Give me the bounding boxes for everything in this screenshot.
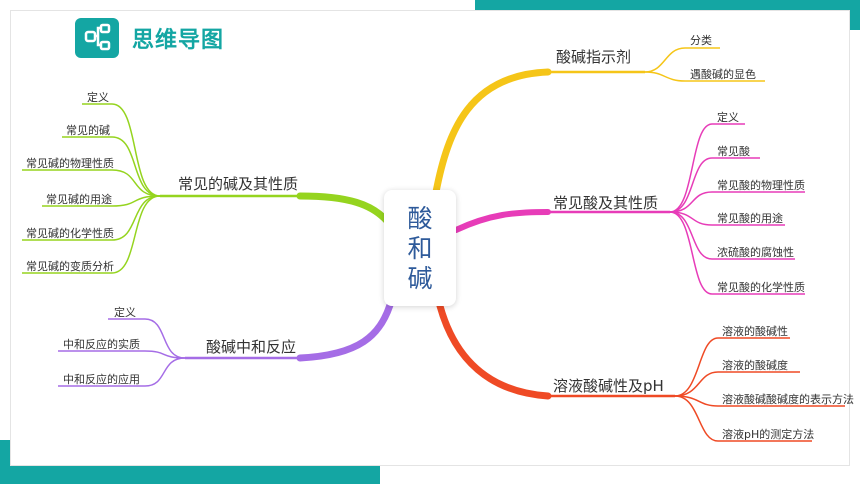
leaf-acid: 常见酸的物理性质 [717,179,805,192]
connector-acid-4 [669,211,795,260]
connector-ph-3 [674,395,812,442]
connector-neutral-0 [108,318,186,359]
leaf-acid: 常见酸 [717,145,750,158]
leaf-base: 常见碱的物理性质 [26,157,114,170]
connector-acid-2 [669,191,805,213]
trunk-ph [436,302,552,400]
branch-ph-label: 溶液酸碱性及pH [553,377,664,395]
trunk-neutral [296,301,394,362]
connector-ph-0 [674,337,790,397]
connector-ph-1 [674,371,800,397]
leaf-base: 常见碱的变质分析 [26,260,114,273]
corner-bar-top-right [475,0,860,10]
leaf-neutral: 定义 [114,306,136,319]
leaf-ph: 溶液pH的测定方法 [722,428,815,441]
corner-bar-bottom-left-edge [0,440,10,484]
branch-acid-label: 常见酸及其性质 [553,194,659,212]
branch-base-label: 常见的碱及其性质 [178,175,299,193]
leaf-acid: 浓硫酸的腐蚀性 [717,246,794,259]
branch-neutral-label: 酸碱中和反应 [206,338,297,356]
branch-indicator-label: 酸碱指示剂 [556,48,632,66]
trunk-acid [453,209,551,233]
connector-base-5 [22,195,161,274]
leaf-base: 定义 [87,91,109,104]
leaf-base: 常见的碱 [66,124,110,137]
leaf-acid: 定义 [717,111,739,124]
connector-neutral-2 [58,357,186,387]
connector-indicator-0 [644,47,720,73]
connector-acid-0 [669,123,745,213]
connector-base-1 [62,136,161,197]
leaf-acid: 常见酸的用途 [717,212,783,225]
connector-indicator-1 [644,71,765,82]
leaf-base: 常见碱的用途 [46,193,112,206]
leaf-ph: 溶液酸碱酸碱度的表示方法 [722,393,854,406]
leaf-indicator: 遇酸碱的显色 [690,68,756,81]
trunk-indicator [432,68,552,196]
connector-neutral-1 [58,350,186,359]
center-char: 酸 [407,204,433,233]
center-char: 碱 [407,264,433,293]
trunk-base [296,192,390,224]
center-char: 和 [407,234,433,263]
connector-base-4 [22,195,161,241]
connector-base-0 [82,103,161,197]
page-title: 思维导图 [132,28,225,53]
leaf-indicator: 分类 [690,34,712,47]
corner-bar-bottom-left [0,466,380,484]
leaf-neutral: 中和反应的实质 [63,338,140,351]
mindmap-icon [75,18,119,58]
leaf-neutral: 中和反应的应用 [63,373,140,386]
connector-acid-3 [669,211,785,226]
leaf-base: 常见碱的化学性质 [26,227,114,240]
leaf-ph: 溶液的酸碱度 [722,359,788,372]
leaf-acid: 常见酸的化学性质 [717,281,805,294]
center-node-text: 酸 和 碱 [384,204,456,294]
center-node: 酸 和 碱 [384,190,456,306]
connector-ph-2 [674,395,845,407]
connector-base-2 [22,169,161,197]
corner-bar-top-right-edge [850,0,860,30]
leaf-ph: 溶液的酸碱性 [722,325,788,338]
connector-base-3 [42,195,161,207]
connector-acid-1 [669,157,760,213]
connector-acid-5 [669,211,805,295]
